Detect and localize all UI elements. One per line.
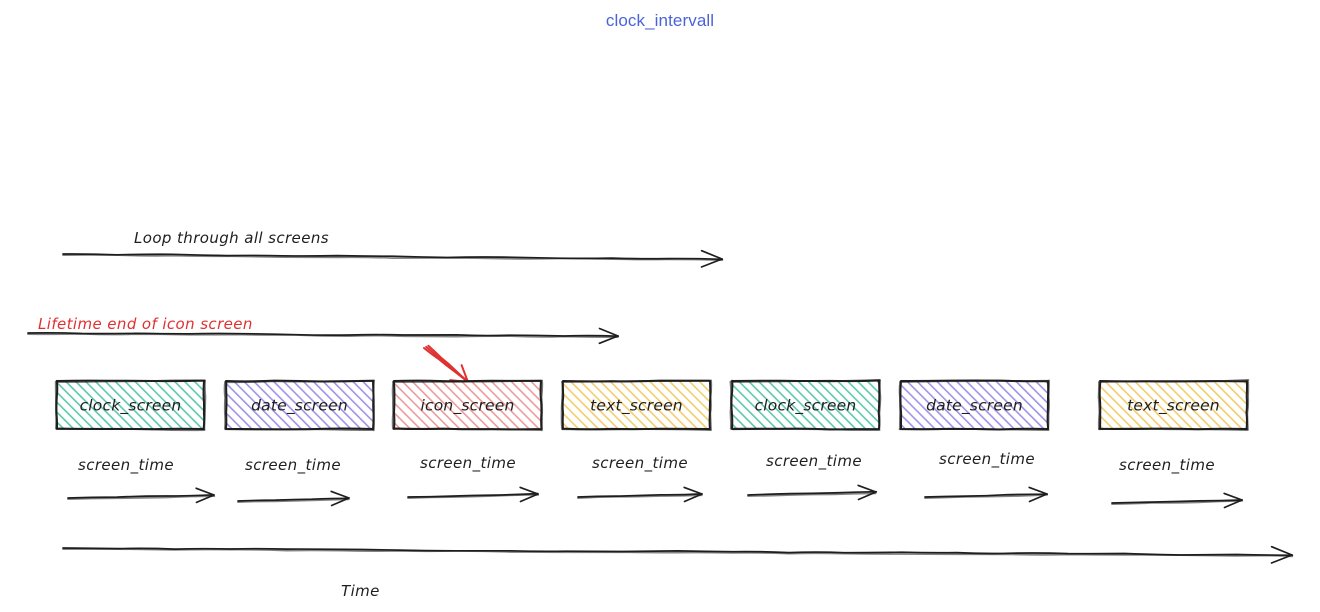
screen-box-outline — [1097, 379, 1250, 431]
screen-box-outline — [223, 379, 376, 432]
screen-box-label: date_screen — [926, 397, 1023, 416]
screen-box-label: text_screen — [590, 397, 683, 416]
screen-box-label: text_screen — [1127, 397, 1220, 416]
screen-time-arrow-4-head-1 — [857, 484, 877, 493]
screen-time-label: screen_time — [592, 454, 688, 473]
screen-boxes-layer: clock_screen date_screen icon_screen text_s… — [54, 379, 1250, 432]
screen-time-arrow-5-shaft — [924, 493, 1048, 498]
screen-time-arrow-6-head-0 — [1223, 499, 1243, 509]
screen-box-date-screen-5[interactable]: date_screen — [898, 379, 1050, 431]
screen-time-group-2: screen_time — [407, 454, 540, 503]
screen-time-arrow-3-head-1 — [683, 486, 703, 495]
screen-box-label: icon_screen — [421, 397, 515, 416]
screen-time-arrow-1-head-1 — [330, 490, 350, 499]
screen-time-group-4: screen_time — [747, 452, 878, 501]
screen-time-arrow-3-head-0 — [683, 493, 703, 503]
screen-box-text-screen-6[interactable]: text_screen — [1097, 379, 1250, 431]
screen-time-label: screen_time — [245, 456, 341, 475]
screen-box-text-screen-3[interactable]: text_screen — [560, 379, 713, 432]
screen-time-label: screen_time — [78, 456, 174, 475]
screen-time-label: screen_time — [420, 454, 516, 473]
time-axis-arrow-shaft-echo — [62, 548, 1294, 558]
screen-box-label: clock_screen — [80, 397, 182, 416]
screen-time-arrow-3-shaft-echo — [577, 494, 703, 499]
screen-time-arrow-2-head-1 — [519, 486, 539, 495]
screen-time-arrow-6-shaft — [1111, 499, 1243, 504]
screen-time-arrow-5-head-0 — [1028, 493, 1048, 503]
icon-screen-pointer-arrow — [423, 344, 470, 384]
time-axis-label: Time — [341, 582, 380, 600]
time-axis-arrow-head-1 — [1270, 545, 1293, 556]
screen-box-label: date_screen — [251, 397, 348, 416]
screen-time-group-3: screen_time — [577, 454, 703, 503]
screen-time-layer: screen_time screen_time screen_time screen_… — [67, 450, 1244, 509]
screen-box-clock-screen-0[interactable]: clock_screen — [54, 379, 207, 432]
time-axis-arrow-shaft — [62, 547, 1294, 557]
screen-box-outline — [898, 379, 1050, 431]
screen-time-arrow-5-head-1 — [1028, 486, 1048, 495]
screen-time-group-6: screen_time — [1111, 456, 1244, 509]
screen-box-clock-screen-4[interactable]: clock_screen — [729, 379, 882, 432]
loop-arrow-shaft — [62, 253, 724, 261]
screen-time-group-1: screen_time — [237, 456, 350, 507]
screen-time-arrow-0-head-1 — [195, 487, 215, 496]
screen-time-arrow-2-shaft-echo — [407, 494, 540, 499]
screen-time-group-0: screen_time — [67, 456, 216, 504]
screen-time-arrow-6-head-1 — [1223, 492, 1243, 501]
screen-time-arrow-4-shaft-echo — [747, 492, 877, 497]
screen-box-label: clock_screen — [755, 397, 857, 416]
screen-time-arrow-4-shaft — [747, 490, 878, 496]
screen-box-outline — [391, 379, 544, 432]
screen-box-outline — [54, 379, 207, 432]
screen-box-date-screen-1[interactable]: date_screen — [223, 379, 376, 432]
screen-time-arrow-0-shaft — [67, 493, 215, 499]
screen-box-outline — [560, 379, 713, 432]
screen-box-icon-screen-2[interactable]: icon_screen — [391, 379, 544, 432]
screen-time-arrow-1-shaft-echo — [237, 498, 350, 503]
screen-time-label: screen_time — [766, 452, 862, 471]
screen-time-label: screen_time — [939, 450, 1035, 469]
loop-arrow-head-0 — [700, 258, 723, 268]
screen-time-arrow-2-head-0 — [519, 493, 539, 503]
screen-time-group-5: screen_time — [924, 450, 1049, 503]
screen-time-arrow-1-head-0 — [330, 497, 350, 507]
screen-time-arrow-0-head-0 — [195, 494, 215, 504]
screen-time-arrow-1-shaft — [237, 497, 350, 502]
axes-layer — [27, 249, 1294, 564]
lifetime-arrow-head-0 — [598, 335, 619, 345]
screen-time-arrow-5-shaft-echo — [924, 493, 1049, 499]
screen-box-outline — [729, 379, 882, 432]
lifetime-arrow-head-1 — [598, 327, 619, 337]
screen-time-arrow-4-head-0 — [857, 491, 877, 501]
screen-time-label: screen_time — [1119, 456, 1215, 475]
screen-time-arrow-3-shaft — [577, 493, 703, 498]
loop-annotation-label: Loop through all screens — [134, 229, 329, 247]
loop-arrow-shaft-echo — [62, 254, 724, 261]
screen-time-arrow-0-shaft-echo — [67, 495, 216, 500]
loop-arrow-head-1 — [700, 249, 723, 260]
time-axis-arrow-head-0 — [1270, 554, 1293, 564]
page-title: clock_intervall — [605, 11, 715, 30]
screen-time-arrow-6-shaft-echo — [1111, 500, 1244, 505]
lifetime-arrow-shaft-echo — [27, 333, 619, 339]
lifetime-annotation-label: Lifetime end of icon screen — [38, 315, 253, 333]
